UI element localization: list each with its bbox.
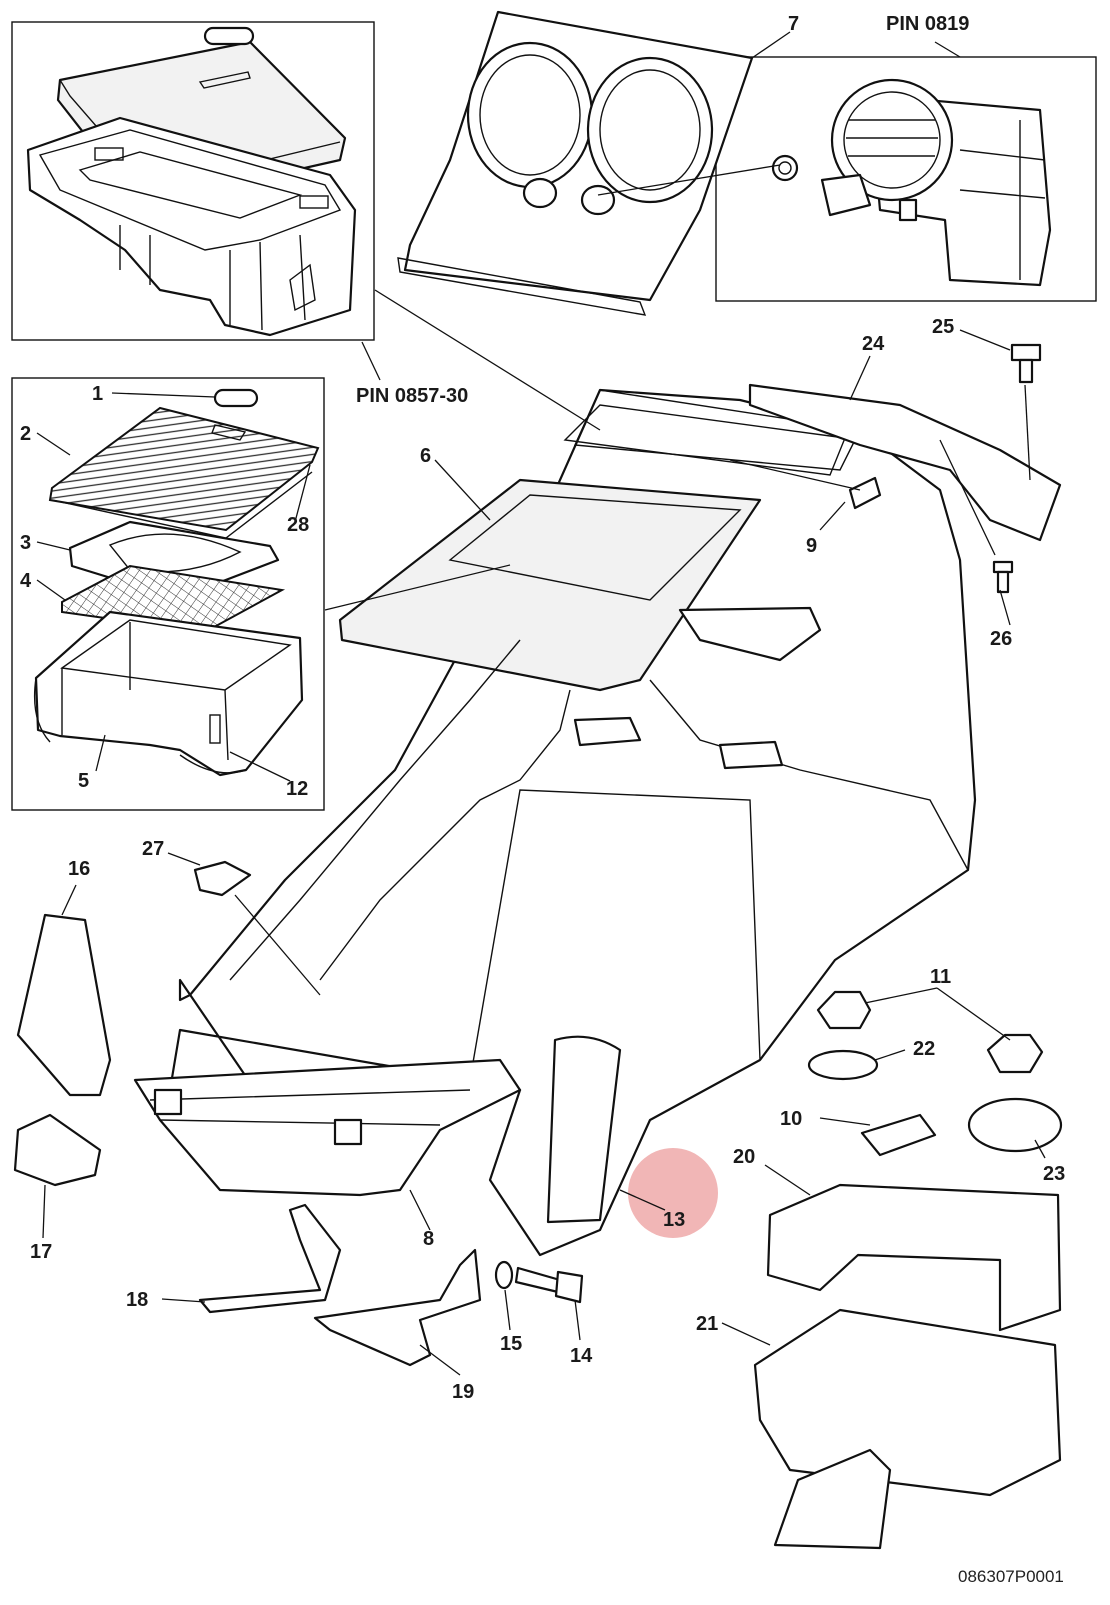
loose-parts: [13, 343, 1063, 1550]
callout-6: 6: [420, 445, 431, 467]
part-8-end-panel: [133, 1058, 522, 1197]
callout-3: 3: [20, 532, 31, 554]
callout-17: 17: [30, 1241, 52, 1263]
part-5-tray: [34, 610, 304, 777]
part-11-nut: [816, 990, 872, 1030]
callout-2: 2: [20, 423, 31, 445]
callout-13: 13: [663, 1209, 685, 1231]
part-7-front-panel: [397, 10, 754, 316]
part-14-bolt: [514, 1266, 584, 1304]
pin-label-0857-30: PIN 0857-30: [356, 385, 468, 407]
callout-24: 24: [862, 333, 885, 355]
part-26-screw: [992, 560, 1014, 594]
vent-inset-box: [715, 56, 1097, 302]
part-23-disc: [967, 1097, 1063, 1153]
part-27-clip: [193, 860, 252, 897]
storage-box-assembly: [33, 388, 320, 777]
callout-labels: 1 2 3 4 5 6 7 8 9 10 11 12 13 14 15 16 1…: [20, 13, 1065, 1403]
part-13-highlight-marker[interactable]: [628, 1148, 718, 1238]
part-11-nut: [986, 1033, 1044, 1074]
callout-4: 4: [20, 570, 32, 592]
part-25-screw: [1010, 343, 1042, 384]
part-6-trim-plate: [338, 478, 762, 692]
callout-1: 1: [92, 383, 103, 405]
center-console-body: [133, 388, 977, 1257]
part-20-bracket: [766, 1183, 1062, 1332]
callout-20: 20: [733, 1146, 755, 1168]
pin-label-0819: PIN 0819: [886, 13, 969, 35]
callout-15: 15: [500, 1333, 522, 1355]
part-16-cover: [16, 913, 112, 1097]
part-21-bracket: [753, 1308, 1062, 1497]
part-19-bracket: [313, 1248, 482, 1367]
callout-12: 12: [286, 778, 308, 800]
callout-11: 11: [930, 966, 951, 988]
callout-21: 21: [696, 1313, 718, 1335]
callout-28: 28: [287, 514, 309, 536]
drawing-code: 086307P0001: [958, 1567, 1064, 1586]
part-1-clip: [213, 388, 259, 408]
callout-18: 18: [126, 1289, 148, 1311]
part-2-roller-lid: [48, 406, 320, 532]
callout-26: 26: [990, 628, 1012, 650]
callout-19: 19: [452, 1381, 474, 1403]
leader-lines: [36, 31, 1046, 1376]
callout-23: 23: [1043, 1163, 1065, 1185]
callout-8: 8: [423, 1228, 434, 1250]
part-24-bracket: [748, 383, 1062, 542]
callout-14: 14: [570, 1345, 593, 1367]
part-10-plate: [860, 1113, 937, 1157]
callout-22: 22: [913, 1038, 935, 1060]
part-9-pin: [848, 476, 882, 510]
part-18-bracket: [198, 1203, 342, 1314]
part-17-clip: [13, 1113, 102, 1187]
callout-25: 25: [932, 316, 954, 338]
callout-27: 27: [142, 838, 164, 860]
callout-9: 9: [806, 535, 817, 557]
air-vent-assembly: [771, 78, 1052, 287]
armrest-inset-box: [11, 21, 375, 341]
callout-5: 5: [78, 770, 89, 792]
storage-inset-box: [11, 377, 325, 811]
armrest-lid-assembly: [26, 26, 357, 337]
callout-7: 7: [788, 13, 799, 35]
part-22-washer: [807, 1049, 879, 1081]
callout-16: 16: [68, 858, 90, 880]
part-15-washer: [494, 1260, 514, 1290]
callout-10: 10: [780, 1108, 802, 1130]
